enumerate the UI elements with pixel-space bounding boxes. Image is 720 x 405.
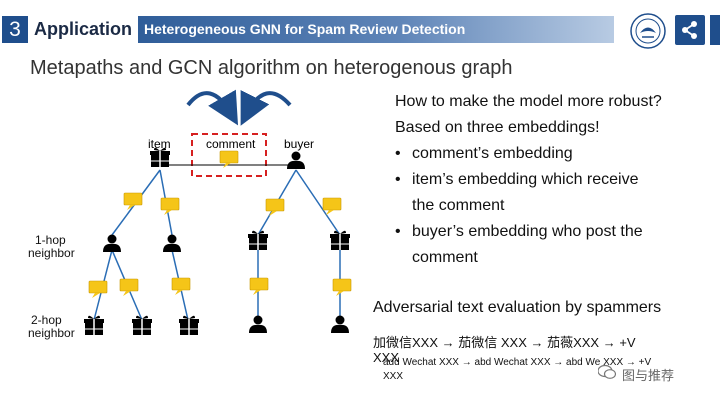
bullet-item-embedding: item’s embedding which receive — [412, 171, 639, 188]
arrow-buyer-to-comment — [240, 89, 292, 126]
chinese-example-line2: XXX — [373, 350, 400, 365]
buyer-node-icon — [163, 234, 181, 252]
edge-comment-icon — [249, 277, 269, 296]
edge-comment-icon — [88, 280, 108, 299]
arrow-item-to-comment — [186, 89, 239, 126]
side-tab[interactable] — [710, 15, 720, 45]
comment-label: comment — [206, 137, 256, 151]
adversarial-title: Adversarial text evaluation by spammers — [373, 299, 662, 316]
slide-title: Heterogeneous GNN for Spam Review Detect… — [144, 21, 466, 37]
edge-comment-icon — [160, 197, 180, 216]
bullet-item-embedding-cont: the comment — [412, 197, 505, 214]
bullet-buyer-embedding: buyer’s embedding who post the — [412, 223, 643, 240]
edge-comment-icon — [119, 278, 139, 297]
chinese-example-line1: 加微信XXX → 茄微信 XXX → 茄薇XXX → +V — [373, 335, 636, 350]
section-number: 3 — [2, 16, 28, 43]
hop2-label-line1: 2-hop — [31, 313, 62, 327]
robust-question: How to make the model more robust? — [395, 93, 662, 110]
hop2-label-line2: neighbor — [28, 326, 75, 340]
buyer-node-icon — [249, 315, 267, 333]
edge-comment-icon — [332, 278, 352, 297]
share-button[interactable] — [675, 15, 705, 45]
bullet-dot: • — [395, 223, 401, 240]
comment-dashed-box — [191, 133, 267, 177]
edge-comment-icon — [322, 197, 342, 216]
buyer-node-icon — [103, 234, 121, 252]
bullet-comment-embedding: comment’s embedding — [412, 145, 573, 162]
english-example-line2: XXX — [383, 371, 404, 382]
hop1-label-line2: neighbor — [28, 246, 75, 260]
title-bar: Heterogeneous GNN for Spam Review Detect… — [138, 16, 614, 43]
buyer-node-icon — [331, 315, 349, 333]
section-label: Application — [34, 19, 132, 39]
bullet-dot: • — [395, 171, 401, 188]
item-label: item — [148, 137, 171, 151]
buyer-node-icon — [287, 151, 305, 169]
bullet-buyer-embedding-cont: comment — [412, 249, 478, 266]
buyer-label: buyer — [284, 137, 314, 151]
item-node-icon — [329, 229, 351, 251]
item-node-icon — [178, 314, 200, 336]
share-icon — [682, 21, 697, 39]
slide-subtitle: Metapaths and GCN algorithm on heterogen… — [30, 57, 513, 79]
bullet-dot: • — [395, 145, 401, 162]
edge-comment-icon — [265, 198, 285, 217]
graph-edges — [93, 164, 341, 321]
university-logo — [630, 13, 666, 49]
english-example-line1: add Wechat XXX → abd Wechat XXX → abd We… — [383, 357, 652, 368]
watermark-text: 图与推荐 — [622, 368, 675, 383]
embeddings-heading: Based on three embeddings! — [395, 119, 600, 136]
metapath-diagram: item comment buyer — [83, 89, 352, 336]
hop1-label-line1: 1-hop — [35, 233, 66, 247]
wechat-icon — [597, 364, 617, 380]
